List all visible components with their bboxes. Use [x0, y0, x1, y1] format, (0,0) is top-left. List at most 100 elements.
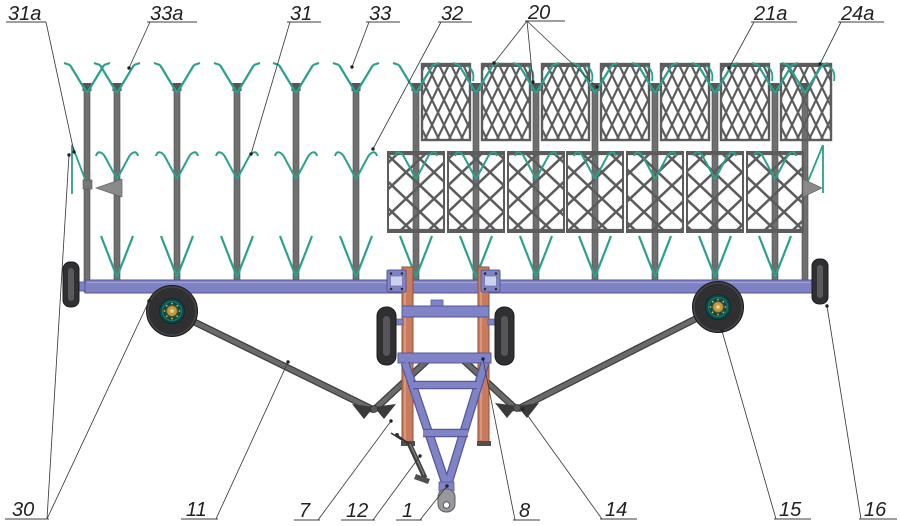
- leader-dot: [72, 150, 76, 154]
- mid-hook-tine: [155, 151, 199, 180]
- mesh-panel-lower: [387, 151, 445, 233]
- callout-label: 24a: [840, 3, 874, 25]
- post-cap: [112, 83, 122, 91]
- left-end-block: [82, 179, 93, 190]
- carrier-wheel-hub-center: [716, 305, 720, 309]
- leader-dot: [67, 153, 71, 157]
- leader-line: [728, 21, 755, 69]
- mesh-hanger-link: [827, 65, 836, 82]
- callout-30: 30: [5, 153, 151, 521]
- hub-bolt: [165, 304, 168, 307]
- leader-line: [46, 300, 150, 520]
- center-transport-wheel-rim: [383, 316, 390, 356]
- callout-label: 14: [605, 499, 627, 521]
- leader-line: [372, 21, 442, 150]
- mid-hook-tine: [274, 151, 318, 180]
- hub-bolt: [178, 310, 181, 312]
- post-cap: [710, 83, 720, 91]
- leader-line: [819, 21, 842, 65]
- leader-dot: [286, 360, 290, 364]
- cylinder-foot: [477, 441, 491, 446]
- leader-dot: [147, 299, 151, 303]
- leader-line: [128, 21, 151, 69]
- lower-v-tine: [219, 235, 255, 278]
- carrier-wheel-rim-ring: [162, 301, 182, 321]
- callout-label: 32: [441, 3, 463, 25]
- mid-hook-tine: [95, 151, 139, 180]
- mesh-panel-upper: [540, 62, 591, 142]
- callout-label: 31a: [8, 3, 41, 25]
- leader-dot: [371, 147, 375, 151]
- callout-21a: 21a: [727, 3, 797, 70]
- callout-label: 8: [519, 500, 530, 522]
- callout-1: 1: [396, 484, 449, 522]
- leader-dot: [720, 329, 724, 333]
- callout-31a: 31a: [6, 3, 76, 154]
- mesh-panel-upper: [719, 62, 771, 142]
- beam-clamp-plate: [390, 275, 403, 287]
- post-cap: [351, 83, 361, 91]
- leader-line: [526, 20, 534, 83]
- callout-12: 12: [341, 454, 422, 522]
- leader-dot: [521, 407, 525, 411]
- callout-label: 11: [186, 499, 207, 521]
- leader-dot: [249, 152, 253, 156]
- leader-dot: [418, 454, 422, 458]
- leader-line: [721, 330, 777, 520]
- post-cap: [172, 83, 182, 91]
- post: [352, 87, 360, 293]
- callout-16: 16: [825, 304, 897, 521]
- mesh-panel-lower: [746, 151, 804, 233]
- post: [233, 87, 241, 293]
- post-cap: [770, 83, 780, 91]
- hitch-frame: [386, 266, 501, 513]
- clamp-bolt: [494, 287, 498, 291]
- leader-line: [351, 21, 370, 68]
- junction-wing: [495, 403, 517, 418]
- leader-dot: [350, 65, 354, 69]
- clamp-bolt: [389, 272, 393, 275]
- mid-hook-tine: [334, 151, 378, 180]
- lower-cross-member: [397, 352, 492, 364]
- hub-bolt: [722, 311, 725, 314]
- leader-dot: [127, 66, 131, 70]
- junction-pivot: [513, 404, 521, 412]
- callout-label: 33: [369, 3, 391, 25]
- hitch-clevis: [437, 488, 456, 513]
- carrier-wheel-rim-ring: [708, 297, 728, 317]
- mid-hook-tine: [573, 151, 617, 180]
- callout-label: 16: [864, 499, 887, 521]
- upper-cross-member: [401, 305, 490, 318]
- mesh-hanger-link: [526, 65, 535, 82]
- left-funnel-bracket: [94, 178, 123, 198]
- right-funnel-bracket: [802, 178, 823, 198]
- post-cap: [82, 83, 92, 91]
- mesh-hanger-link: [645, 65, 654, 82]
- top-fork-tine: [272, 61, 320, 94]
- mesh-panel-upper: [480, 62, 532, 142]
- leader-line: [419, 485, 448, 521]
- callout-label: 12: [346, 500, 368, 522]
- post: [83, 87, 91, 293]
- leader-dot: [481, 357, 485, 361]
- callout-label: 20: [527, 2, 550, 24]
- callout-32: 32: [371, 3, 472, 151]
- mesh-panel-lower: [686, 151, 744, 233]
- hub-bolt: [709, 306, 712, 308]
- carrier-wheel-hub-center: [170, 309, 174, 313]
- leader-dot: [727, 66, 731, 70]
- top-fork-tine: [781, 61, 829, 94]
- post: [173, 87, 181, 293]
- left-draft-bar: [175, 310, 375, 413]
- callout-20: 20: [492, 2, 599, 89]
- mesh-panel-lower: [507, 151, 565, 233]
- hub-bolt: [176, 315, 179, 318]
- hub-bolt: [717, 313, 719, 316]
- clamp-bolt: [400, 272, 404, 275]
- jack-foot: [414, 474, 430, 484]
- mesh-panel-upper: [779, 62, 833, 142]
- mid-hook-tine: [394, 151, 438, 180]
- right-draft-bar: [516, 306, 717, 412]
